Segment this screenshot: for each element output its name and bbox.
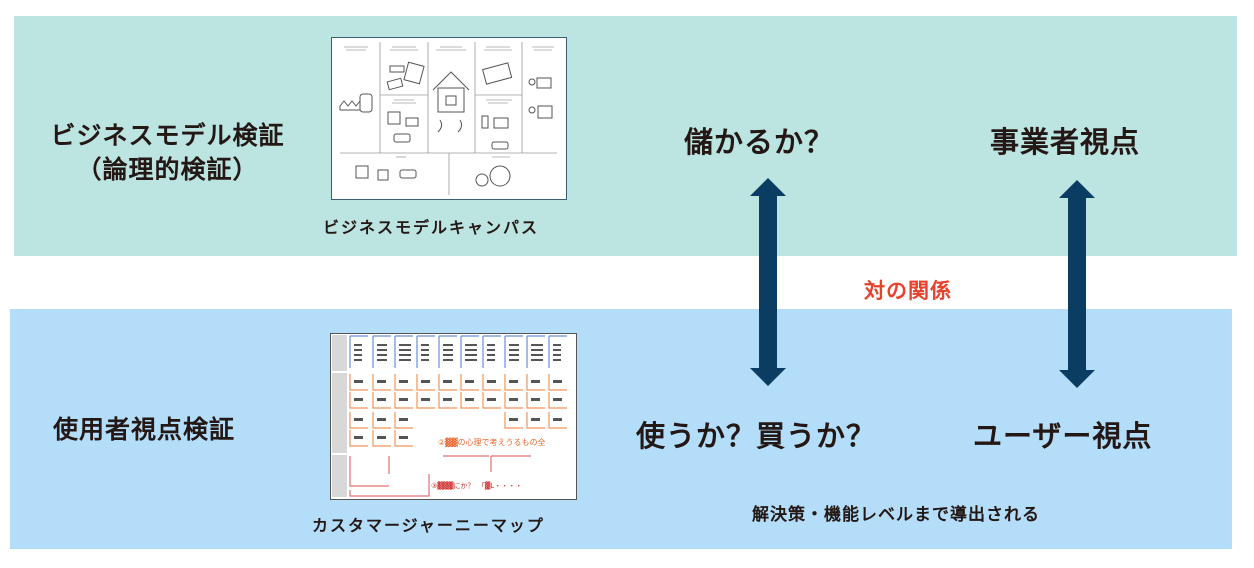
user-perspective-label: ユーザー視点	[973, 419, 1153, 453]
svg-text:③▓▓▓にか？ 「▓L・・・・: ③▓▓▓にか？ 「▓L・・・・	[431, 481, 522, 490]
business-model-canvas-caption: ビジネスモデルキャンパス	[323, 218, 540, 237]
customer-journey-map-caption: カスタマージャーニーマップ	[312, 516, 545, 535]
profitability-question: 儲かるか？	[684, 125, 835, 159]
business-model-canvas-image	[331, 37, 567, 200]
business-model-band	[14, 16, 1237, 256]
business-perspective-label: 事業者視点	[990, 125, 1141, 159]
label-line-2: （論理的検証）	[76, 155, 259, 184]
label-line-1: ビジネスモデル検証	[50, 121, 285, 150]
canvas-sketch	[339, 42, 557, 195]
user-perspective-verification-label: 使用者視点検証	[53, 415, 236, 444]
journey-map-sketch: ②▓▓の心理で考えうるもの全 ③▓▓▓にか？ 「▓L・・・・	[332, 335, 567, 497]
svg-text:②▓▓の心理で考えうるもの全: ②▓▓の心理で考えうるもの全	[438, 437, 545, 447]
customer-journey-map-image: ②▓▓の心理で考えうるもの全 ③▓▓▓にか？ 「▓L・・・・	[330, 333, 577, 500]
double-arrow-icon	[750, 178, 786, 386]
use-or-buy-question: 使うか？買うか？	[636, 419, 877, 453]
paired-relationship-label: 対の関係	[864, 279, 952, 303]
business-model-verification-label: ビジネスモデル検証 （論理的検証）	[35, 119, 300, 187]
solution-derivation-note: 解決策・機能レベルまで導出される	[752, 505, 1040, 525]
user-perspective-band	[10, 309, 1232, 549]
double-arrow-icon	[1059, 180, 1095, 388]
